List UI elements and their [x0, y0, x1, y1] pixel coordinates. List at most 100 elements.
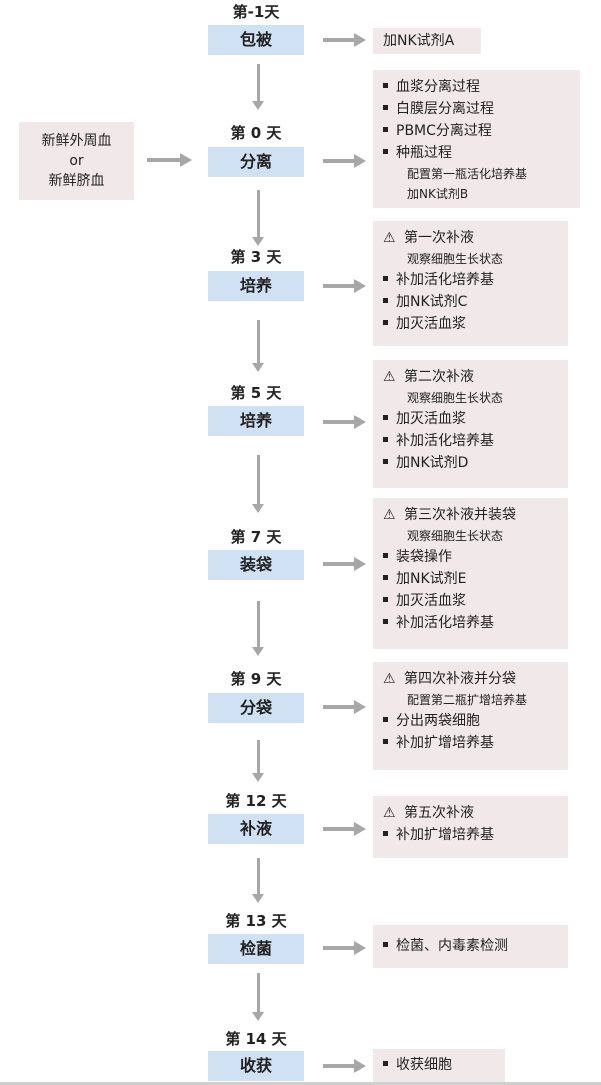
bullet-icon — [383, 1060, 388, 1066]
note-warning-text: 第四次补液并分袋 — [404, 671, 516, 687]
arrow-head — [354, 154, 366, 168]
note-item-text: 装袋操作 — [396, 549, 452, 565]
note-box: ⚠第一次补液 观察细胞生长状态 补加活化培养基 加NK试剂C 加灭活血浆 — [373, 221, 568, 346]
bullet-icon — [383, 319, 388, 325]
note-text: 加NK试剂A — [383, 33, 455, 49]
bullet-icon — [383, 716, 388, 722]
note-subtext: 配置第一瓶活化培养基 — [407, 167, 528, 181]
arrow-head — [354, 557, 366, 571]
step-box-supplement: 补液 — [208, 814, 304, 844]
note-warning: ⚠ 第三次补液并装袋 — [383, 504, 558, 526]
flow-line — [257, 455, 260, 505]
arrow-line — [323, 1064, 355, 1068]
note-item: 检菌、内毒素检测 — [383, 935, 558, 957]
note-item: 种瓶过程 — [383, 142, 570, 164]
note-warning-text: 第三次补液并装袋 — [404, 507, 516, 523]
note-item: 补加扩增培养基 — [383, 732, 558, 754]
note-item-text: 分出两袋细胞 — [396, 713, 480, 729]
note-item: 加灭活血浆 — [383, 590, 558, 612]
flow-line — [257, 190, 260, 238]
note-item-text: 检菌、内毒素检测 — [396, 938, 508, 954]
note-item-text: 补加活化培养基 — [396, 433, 494, 449]
warning-icon: ⚠ — [383, 671, 396, 687]
flow-line — [257, 740, 260, 774]
note-subtext: 配置第二瓶扩增培养基 — [407, 693, 528, 707]
day-label: 第 5 天 — [230, 384, 282, 402]
day-label: 第 0 天 — [230, 124, 282, 142]
bullet-icon — [383, 297, 388, 303]
note-item-text: 加灭活血浆 — [396, 316, 466, 332]
flow-arrow — [252, 773, 264, 782]
note-box: 加NK试剂A — [373, 28, 481, 54]
bullet-icon — [383, 596, 388, 602]
bullet-icon — [383, 738, 388, 744]
note-box: ⚠ 第五次补液 补加扩增培养基 — [373, 796, 568, 858]
note-item-text: 血浆分离过程 — [396, 79, 480, 95]
note-item-text: 收获细胞 — [396, 1057, 452, 1073]
source-arrow-line — [147, 158, 181, 162]
flow-line — [257, 601, 260, 648]
note-item: 补加活化培养基 — [383, 269, 558, 291]
warning-icon: ⚠ — [383, 507, 396, 523]
flow-line — [257, 858, 260, 895]
note-item: 补加扩增培养基 — [383, 824, 558, 846]
flow-arrow — [252, 647, 264, 656]
arrow-line — [323, 827, 355, 831]
arrow-head — [354, 33, 366, 47]
bullet-icon — [383, 574, 388, 580]
warning-icon: ⚠ — [383, 805, 396, 821]
note-warning: ⚠ 第一次补液 — [383, 227, 558, 249]
arrow-line — [323, 946, 355, 950]
step-box-coat: 包被 — [208, 25, 304, 55]
note-item-text: 种瓶过程 — [396, 145, 452, 161]
step-box-harvest: 收获 — [208, 1051, 304, 1081]
day-label: 第 12 天 — [225, 792, 287, 810]
bullet-icon — [383, 618, 388, 624]
source-line-3: 新鲜脐血 — [48, 173, 105, 189]
note-item-text: 补加活化培养基 — [396, 615, 494, 631]
flow-arrow — [252, 237, 264, 246]
note-subtext: 加NK试剂B — [407, 187, 469, 201]
note-box: ⚠第二次补液 观察细胞生长状态 加灭活血浆 补加活化培养基 加NK试剂D — [373, 360, 568, 488]
bottom-divider — [0, 1082, 601, 1085]
arrow-head — [354, 279, 366, 293]
source-arrow-head — [180, 153, 192, 167]
arrow-line — [323, 705, 355, 709]
bullet-icon — [383, 830, 388, 836]
bullet-icon — [383, 436, 388, 442]
step-box-sterility-test: 检菌 — [208, 934, 304, 964]
note-box: ⚠ 第三次补液并装袋 观察细胞生长状态 装袋操作 加NK试剂E 加灭活血浆 补加活… — [373, 498, 568, 649]
note-item: 补加活化培养基 — [383, 612, 558, 634]
note-warning-text: 第一次补液 — [404, 230, 474, 246]
flow-line — [257, 320, 260, 364]
note-item: 补加活化培养基 — [383, 430, 558, 452]
note-item-text: 补加扩增培养基 — [396, 735, 494, 751]
note-warning: ⚠ 第四次补液并分袋 — [383, 668, 558, 690]
note-warning: ⚠ 第五次补液 — [383, 802, 558, 824]
arrow-head — [354, 700, 366, 714]
bullet-icon — [383, 148, 388, 154]
note-box: ⚠ 第四次补液并分袋 配置第二瓶扩增培养基 分出两袋细胞 补加扩增培养基 — [373, 662, 568, 770]
day-label: 第 14 天 — [225, 1030, 287, 1048]
day-label: 第 13 天 — [225, 912, 287, 930]
flow-arrow — [252, 504, 264, 513]
arrow-head — [354, 415, 366, 429]
flow-arrow — [252, 1012, 264, 1021]
day-label: 第 9 天 — [230, 670, 282, 688]
arrow-line — [323, 159, 355, 163]
note-item: 加灭活血浆 — [383, 408, 558, 430]
note-warning-text: 第五次补液 — [404, 805, 474, 821]
arrow-head — [354, 1059, 366, 1073]
bullet-icon — [383, 941, 388, 947]
day-label: 第-1天 — [232, 3, 280, 21]
note-item: 加NK试剂E — [383, 568, 558, 590]
source-line-1: 新鲜外周血 — [41, 133, 112, 149]
note-item: 加NK试剂D — [383, 452, 558, 474]
note-subtext: 观察细胞生长状态 — [407, 529, 504, 543]
step-box-culture: 培养 — [208, 406, 304, 436]
bullet-icon — [383, 82, 388, 88]
step-box-bagging: 装袋 — [208, 550, 304, 580]
note-item-text: 加灭活血浆 — [396, 593, 466, 609]
warning-icon: ⚠ — [383, 230, 396, 246]
day-label: 第 3 天 — [230, 248, 282, 266]
